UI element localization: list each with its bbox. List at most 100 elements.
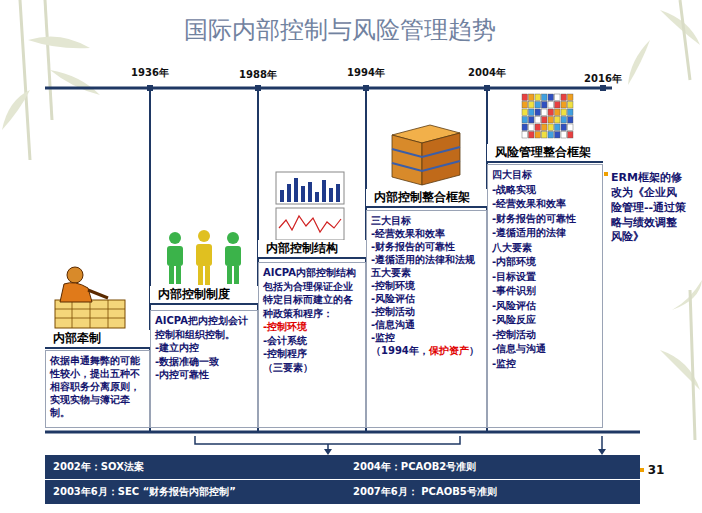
era-text: -控制活动 (492, 328, 598, 343)
regulation-item: 2007年6月： PCAOB5号准则 (345, 480, 640, 504)
era-text: -内控可靠性 (155, 368, 253, 382)
era-text: -财务报告的可靠性 (371, 240, 482, 253)
note-line: （1994年，保护资产） (371, 344, 482, 357)
grid-cell (555, 94, 561, 101)
era-text: -控制环境 (371, 279, 482, 292)
grid-cell (522, 117, 528, 124)
grid-cell (568, 94, 574, 101)
year-label: 1994年 (336, 66, 396, 80)
grid-cell (568, 124, 574, 131)
grid-cell (529, 94, 535, 101)
era-text: -数据准确一致 (155, 355, 253, 369)
era-body: 三大目标-经营效果和效率-财务报告的可靠性-遵循适用的法律和法规五大要素-控制环… (366, 210, 487, 428)
era-text: -遵循适用的法律 (492, 226, 598, 241)
grid-cell (568, 109, 574, 116)
era-text: 五大要素 (371, 266, 482, 279)
era-column: ERM框架的修改为《企业风险管理--通过策略与绩效调整风险》 (603, 168, 691, 248)
era-text: ERM框架的修改为《企业风险管理--通过策略与绩效调整风险》 (611, 171, 687, 245)
era-text: 依据串通舞弊的可能性较小，提出五种不相容职务分离原则，实现实物与簿记牵制。 (50, 354, 145, 419)
era-text: （三要素） (263, 361, 361, 375)
grid-cell (568, 117, 574, 124)
grid-cell (561, 132, 567, 139)
era-text: -风险反应 (492, 313, 598, 328)
note-text: ） (469, 345, 479, 356)
grid-cell (555, 109, 561, 116)
tick-markers (147, 85, 606, 91)
regulation-band: 2004年：PCAOB2号准则2007年6月： PCAOB5号准则 (345, 455, 640, 504)
grid-cell (535, 109, 541, 116)
era-text: -经营效果和效率 (492, 197, 598, 212)
grid-cell (555, 102, 561, 109)
note-text: （1994年， (371, 345, 429, 356)
era-text: AICPA内部控制结构包括为合理保证企业特定目标而建立的各种政策和程序： (263, 266, 361, 320)
era-text: AICPA把内控划会计控制和组织控制。 (155, 314, 253, 341)
era-body: 依据串通舞弊的可能性较小，提出五种不相容职务分离原则，实现实物与簿记牵制。 (45, 350, 150, 428)
era-heading: 内部牵制 (45, 330, 150, 349)
era-heading: 风险管理整合框架 (487, 144, 603, 163)
year-label: 2004年 (457, 66, 517, 80)
era-text: -内部环境 (492, 255, 598, 270)
grid-cell (561, 124, 567, 131)
worker-illustration (55, 267, 125, 328)
grid-cell (522, 102, 528, 109)
grid-cell (529, 124, 535, 131)
grid-cell (542, 117, 548, 124)
era-column: 内部控制结构AICPA内部控制结构包括为合理保证企业特定目标而建立的各种政策和程… (258, 240, 366, 428)
era-text: -风险评估 (371, 292, 482, 305)
era-text: 三大目标 (371, 214, 482, 227)
grid-cell (529, 109, 535, 116)
grid-cell (522, 94, 528, 101)
grid-cell (548, 124, 554, 131)
era-body: 四大目标-战略实现-经营效果和效率-财务报告的可靠性-遵循适用的法律八大要素-内… (487, 164, 603, 428)
grid-cell (548, 94, 554, 101)
era-column: 内部控制整合框架三大目标-经营效果和效率-财务报告的可靠性-遵循适用的法律和法规… (366, 189, 487, 428)
timeline-axis (45, 87, 612, 90)
grid-cell (548, 109, 554, 116)
grid-cell (542, 132, 548, 139)
era-text: -会计系统 (263, 334, 361, 348)
grid-cell (535, 102, 541, 109)
era-dividers (150, 88, 487, 432)
regulation-item: 2002年：SOX法案 (45, 455, 345, 480)
era-column: 内部牵制依据串通舞弊的可能性较小，提出五种不相容职务分离原则，实现实物与簿记牵制… (45, 330, 150, 428)
grid-cell (561, 109, 567, 116)
grid-cell (561, 102, 567, 109)
note-text: 保护资产 (429, 345, 469, 356)
regulation-band: 2002年：SOX法案2003年6月：SEC “财务报告内部控制” (45, 455, 346, 504)
grid-cell (561, 94, 567, 101)
era-heading: 内部控制制度 (150, 286, 258, 305)
era-text: -财务报告的可靠性 (492, 212, 598, 227)
era-text: -风险评估 (492, 299, 598, 314)
regulation-item: 2004年：PCAOB2号准则 (345, 455, 640, 480)
people-figures (167, 230, 241, 285)
grid-cell (542, 94, 548, 101)
era-text: -信息沟通 (371, 318, 482, 331)
grid-cell (535, 132, 541, 139)
grid-cell (555, 124, 561, 131)
grid-cell (535, 124, 541, 131)
era-text: -建立内控 (155, 341, 253, 355)
year-label: 1936年 (120, 66, 180, 80)
era-text: -控制环境 (263, 320, 361, 334)
grid-cell (535, 94, 541, 101)
era-text: -战略实现 (492, 183, 598, 198)
era-text: -遵循适用的法律和法规 (371, 253, 482, 266)
grid-cell (542, 109, 548, 116)
era-body: AICPA把内控划会计控制和组织控制。-建立内控-数据准确一致-内控可靠性 (150, 310, 258, 428)
grid-cell (535, 117, 541, 124)
era-text: -监控 (371, 331, 482, 344)
era-text: -控制活动 (371, 305, 482, 318)
bracket (195, 436, 602, 452)
charts-illustration (276, 172, 344, 240)
bamboo-left (20, 0, 52, 160)
regulation-item: 2003年6月：SEC “财务报告内部控制” (45, 480, 345, 504)
era-text: -信息与沟通 (492, 342, 598, 357)
era-heading: 内部控制整合框架 (366, 189, 487, 208)
grid-cell (529, 132, 535, 139)
era-column: 内部控制制度 AICPA把内控划会计控制和组织控制。-建立内控-数据准确一致-内控… (150, 286, 258, 428)
grid-cell (522, 109, 528, 116)
era-text: -监控 (492, 357, 598, 372)
grid-cell (548, 102, 554, 109)
year-label: 2016年 (573, 72, 633, 86)
